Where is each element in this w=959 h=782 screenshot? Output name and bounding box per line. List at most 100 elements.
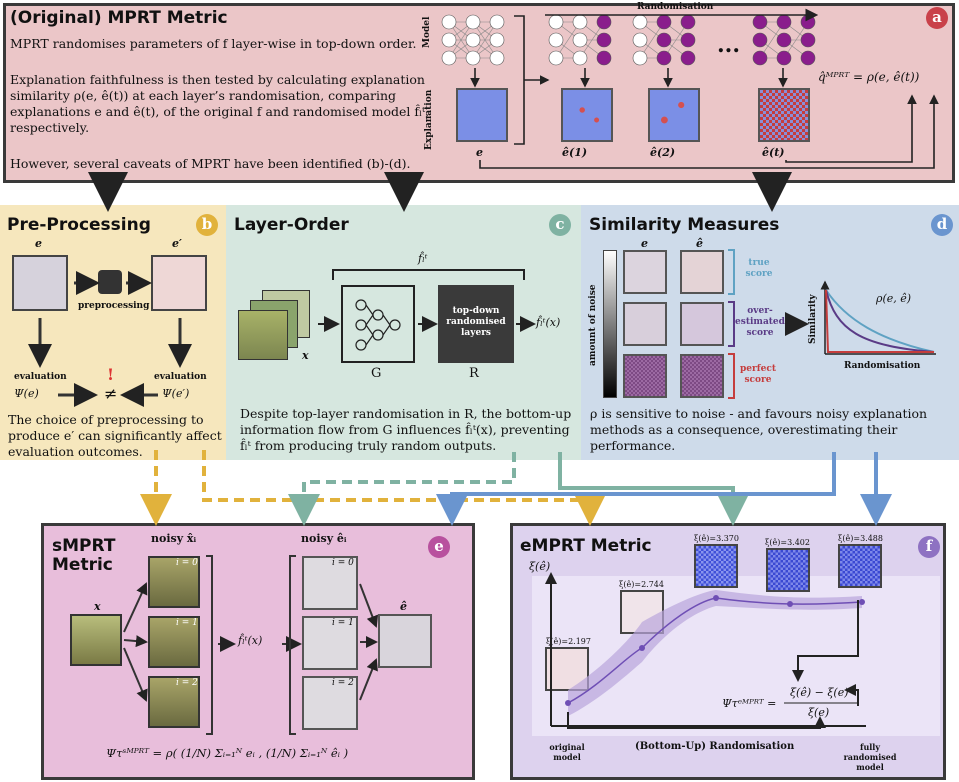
xi-axis-label: ξ(ê) — [529, 560, 551, 573]
fhat-top-label: f̂ₗᵗ — [418, 252, 428, 265]
panel-d-title: Similarity Measures — [589, 215, 780, 235]
panel-b-arrows — [28, 271, 192, 407]
e-label: e — [476, 146, 483, 159]
sm-ehat-label: ê — [400, 600, 407, 613]
not-equal-sign: ≠ — [104, 384, 118, 403]
rho-label: ρ(e, ê) — [876, 292, 912, 305]
xi-value-2: ξ(ê)=3.370 — [694, 534, 739, 543]
empr-axes — [545, 572, 866, 727]
badge-f: f — [918, 536, 940, 558]
preprocessing-label: preprocessing — [78, 301, 150, 311]
noisy-x-i1: i = 1 — [176, 618, 198, 628]
badge-c: c — [549, 214, 571, 236]
pre-eprime-image — [151, 255, 207, 311]
noisy-e-label: noisy êᵢ — [301, 532, 347, 545]
panel-a-title: (Original) MPRT Metric — [10, 8, 228, 28]
g-label: G — [371, 366, 382, 381]
explanation-random-2 — [648, 88, 700, 142]
randomisation-axis-label: Randomisation — [844, 361, 921, 371]
panel-f-title: eMPRT Metric — [520, 536, 652, 556]
sim-e-row-3 — [623, 354, 667, 398]
empr-points — [565, 595, 865, 706]
sm-fhat-label: f̂ₗᵗ(x) — [238, 634, 263, 647]
smprt-formula: Ψτˢᴹᴾᴿᵀ = ρ( (1/N) Σᵢ₌₁ᴺ eᵢ , (1/N) Σᵢ₌₁… — [106, 746, 349, 760]
network-g-box — [341, 285, 415, 363]
sim-ehat-row-1 — [680, 250, 724, 294]
fully-randomised-label: fully randomised model — [843, 742, 897, 772]
explanation-random-t — [758, 88, 810, 142]
pre-e-image — [12, 255, 68, 311]
xi-value-1: ξ(ê)=2.744 — [619, 580, 664, 589]
noisy-e-i2: i = 2 — [332, 678, 354, 688]
input-x-label: x — [302, 349, 309, 362]
q-hat-formula: q̂ᴹᴾᴿᵀ = ρ(e, ê(t)) — [818, 70, 920, 84]
panel-e-title-1: sMPRT — [52, 536, 116, 556]
perfect-score-label: perfect score — [740, 364, 776, 385]
output-label: f̂ₗᵗ(x) — [536, 316, 561, 329]
panel-c-title: Layer-Order — [234, 215, 349, 235]
e1-label: ê(1) — [562, 146, 588, 159]
empr-formula-arrows — [567, 600, 859, 729]
empr-uncertainty-band — [568, 590, 862, 716]
noisy-x-i0: i = 0 — [176, 558, 198, 568]
ellipsis: ... — [717, 32, 740, 58]
xi-value-4: ξ(ê)=3.488 — [838, 534, 883, 543]
sim-ehat-row-3 — [680, 354, 724, 398]
panel-a-text-1: MPRT randomises parameters of f layer-wi… — [10, 36, 417, 51]
sim-ehat-label: ê — [696, 237, 703, 250]
noisy-x-i2: i = 2 — [176, 678, 198, 688]
sm-noisy-x-2 — [148, 676, 200, 728]
badge-e: e — [428, 536, 450, 558]
panel-b-title: Pre-Processing — [7, 215, 151, 235]
panel-e-arrows — [123, 555, 379, 735]
sm-noisy-e-1 — [302, 616, 358, 670]
randomised-layers-box — [438, 285, 514, 363]
sim-ehat-row-2 — [680, 302, 724, 346]
sm-x-label: x — [94, 600, 101, 613]
panel-c-text: Despite top-layer randomisation in R, th… — [240, 406, 572, 453]
badge-a: a — [926, 7, 948, 29]
empr-formula-num: ξ(ê) − ξ(e) — [790, 686, 849, 699]
empr-trend-line — [567, 597, 863, 704]
original-model-label: original model — [549, 742, 585, 762]
original-network — [441, 14, 505, 66]
noisy-e-i1: i = 1 — [332, 618, 354, 628]
noise-gradient-bar — [603, 250, 617, 398]
panel-a-text-2: Explanation faithfulness is then tested … — [10, 72, 430, 135]
noisy-e-i0: i = 0 — [332, 558, 354, 568]
input-image — [238, 310, 288, 360]
pre-eprime-label: e′ — [172, 237, 182, 250]
sim-e-label: e — [641, 237, 648, 250]
panel-a-text-3: However, several caveats of MPRT have be… — [10, 156, 411, 171]
section-arrows — [88, 172, 792, 212]
randomised-network-2 — [632, 14, 696, 66]
pre-e-label: e — [35, 237, 42, 250]
xi-image-0 — [545, 647, 589, 691]
connector-blue — [436, 452, 892, 526]
sim-e-row-1 — [623, 250, 667, 294]
sm-noisy-e-2 — [302, 676, 358, 730]
sm-input-image — [70, 614, 122, 666]
sm-noisy-e-0 — [302, 556, 358, 610]
psi-e-label: Ψ(e) — [14, 387, 39, 400]
randomised-network-t — [752, 14, 816, 66]
evaluation-left-label: evaluation — [14, 372, 67, 382]
noisy-x-label: noisy x̂ᵢ — [151, 532, 197, 545]
over-score-label: over-estimated score — [735, 306, 785, 338]
e2-label: ê(2) — [650, 146, 676, 159]
randomisation-label: Randomisation — [637, 2, 714, 12]
explanation-random-1 — [561, 88, 613, 142]
connector-yellow — [140, 450, 606, 526]
empr-formula-den: ξ(e) — [808, 706, 830, 719]
psi-eprime-label: Ψ(e′) — [162, 387, 190, 400]
randomisation-x-axis-label: (Bottom-Up) Randomisation — [635, 741, 795, 752]
xi-value-0: ξ(ê)=2.197 — [546, 637, 591, 646]
badge-d: d — [931, 214, 953, 236]
panel-e-title-2: Metric — [52, 555, 113, 575]
et-label: ê(t) — [762, 146, 785, 159]
r-label: R — [469, 366, 479, 381]
panel-d-brackets — [728, 249, 735, 399]
randomised-layers-text: top-down randomised layers — [446, 306, 506, 338]
xi-value-3: ξ(ê)=3.402 — [765, 538, 810, 547]
